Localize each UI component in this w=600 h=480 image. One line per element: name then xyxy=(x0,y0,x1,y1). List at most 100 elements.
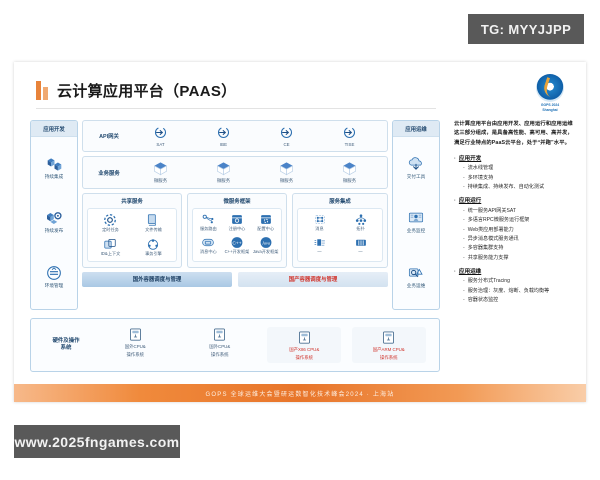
panel-body: 定时任务 文件传输 xyxy=(87,208,177,262)
hardware-items: 国外CPU& 操作系统 国外CPU& 操作系统 xyxy=(93,326,431,364)
business-ops-icon xyxy=(408,268,423,278)
rail-item-label: 持续发布 xyxy=(44,227,64,233)
panel-microservice-framework: 微服务框架 服务路由 xyxy=(187,193,287,268)
rail-item[interactable]: 环境管理 xyxy=(31,265,77,289)
service-cell[interactable]: 拓扑 xyxy=(354,213,368,232)
svg-text:Java: Java xyxy=(262,240,270,245)
section-bullet: - 共享服务能力支撑 xyxy=(454,255,578,263)
section-bullet-label: 容器状态监控 xyxy=(467,297,499,304)
service-label: 注册中心 xyxy=(228,226,246,231)
rail-item[interactable]: 持续集成 xyxy=(31,157,77,180)
right-rail-header-label: 应用运维 xyxy=(405,126,427,133)
rail-item-label: 业务监控 xyxy=(406,228,426,234)
service-cell[interactable]: 配置中心 xyxy=(257,213,274,232)
service-label: — xyxy=(358,248,363,254)
service-label: C++开发框架 xyxy=(224,248,250,254)
service-cell[interactable]: 定时任务 xyxy=(102,213,119,233)
gateway-icon xyxy=(280,126,293,139)
panel-grid: 服务路由 注册中心 xyxy=(195,213,279,255)
gateway-node[interactable]: SAT xyxy=(153,125,168,147)
hardware-label-line2: 操作系统 xyxy=(126,351,145,357)
rail-item[interactable]: 交付工具 xyxy=(393,157,439,180)
microservice-node[interactable]: 微服务 xyxy=(152,161,169,184)
file-transfer-icon xyxy=(148,214,157,226)
service-cell[interactable]: 消息 xyxy=(313,213,327,232)
dash-icon: - xyxy=(463,184,465,191)
service-label: 定时任务 xyxy=(102,227,119,232)
gateway-node[interactable]: IBE xyxy=(216,125,231,147)
scheduler-icon xyxy=(104,214,117,226)
title-accent-marker-icon xyxy=(36,81,48,100)
rail-item-label: 持续集成 xyxy=(44,173,64,179)
microservice-node[interactable]: 微服务 xyxy=(215,161,232,184)
section-bullet-label: 多容器集群支持 xyxy=(467,245,504,252)
service-cell[interactable]: 事务引擎 xyxy=(145,237,162,257)
section-heading: · 应用开发 xyxy=(454,155,578,164)
hardware-item[interactable]: 国外CPU& 操作系统 xyxy=(98,327,172,363)
website-watermark-badge: www.2025fngames.com xyxy=(14,425,180,458)
gateway-node[interactable]: CE xyxy=(279,125,294,147)
pipeline-icon xyxy=(355,239,366,246)
service-cell[interactable]: — xyxy=(313,236,327,255)
bullet-dot-icon: · xyxy=(454,198,456,205)
section-bullet: - 容器状态监控 xyxy=(454,297,578,305)
service-cell[interactable]: 服务路由 xyxy=(200,213,217,232)
container-bar-domestic[interactable]: 国产容器调度与管理 xyxy=(238,271,388,287)
microservice-label: 微服务 xyxy=(153,178,168,183)
service-route-icon xyxy=(203,214,214,224)
section-bullet-label: 异步消息模式服务通讯 xyxy=(467,235,519,242)
right-rail-header: 应用运维 xyxy=(393,121,439,137)
rail-item-label: 环境管理 xyxy=(44,283,64,289)
dash-icon: - xyxy=(463,245,465,252)
website-watermark-text: www.2025fngames.com xyxy=(14,433,180,450)
hardware-item[interactable]: 国外CPU& 操作系统 xyxy=(183,327,257,363)
service-cell[interactable]: 注册中心 xyxy=(228,213,246,232)
hardware-item[interactable]: 国产ARM CPU& 操作系统 xyxy=(351,326,426,364)
section-bullet: - 持续集成、持续发布、自动化测试 xyxy=(454,184,578,192)
dash-icon: - xyxy=(463,207,465,214)
gateway-node[interactable]: TISE xyxy=(342,125,357,147)
section-bullet: - 统一服务API网关SAT xyxy=(454,208,578,216)
gateway-label: CE xyxy=(283,142,290,147)
environment-icon xyxy=(47,266,61,281)
description-section: · 应用开发 - 流水线管理 - 多环境支持 - 持续集成、持续发布、自动化测试 xyxy=(454,155,578,192)
gops-logo-caption-line2: Shanghai xyxy=(542,108,558,113)
service-label: — xyxy=(317,248,322,254)
server-icon xyxy=(298,331,310,344)
microservice-node[interactable]: 微服务 xyxy=(341,161,358,184)
service-cell[interactable]: Java Java开发框架 xyxy=(253,236,278,255)
service-cell[interactable]: ID&上下文 xyxy=(101,237,120,257)
service-cell[interactable]: 文件传输 xyxy=(145,213,162,233)
gateway-label: IBE xyxy=(219,142,228,147)
section-bullet: - Web类应用部署能力 xyxy=(454,227,578,235)
band-title: API网关 xyxy=(99,134,119,140)
service-label: 消息 xyxy=(315,226,324,231)
rail-item-label: 交付工具 xyxy=(406,173,426,179)
dash-icon: - xyxy=(463,254,465,261)
service-cell[interactable]: — xyxy=(354,236,368,255)
dash-icon: - xyxy=(463,287,465,294)
cube-icon xyxy=(280,162,293,176)
gateway-label: TISE xyxy=(344,142,355,147)
right-rail-app-operations: 应用运维 交付工具 业务监控 xyxy=(392,120,440,310)
service-cell[interactable]: 消息中心 xyxy=(200,236,217,255)
service-label: 消息中心 xyxy=(199,248,217,254)
server-icon xyxy=(383,331,395,344)
rail-item[interactable]: 业务运维 xyxy=(393,266,439,289)
diagram-center-stack: API网关 SAT IBE xyxy=(82,120,388,287)
container-bar-foreign[interactable]: 国外容器调度与管理 xyxy=(82,271,232,287)
intro-paragraph: 云计算应用平台由应用开发、应用运行和应用运维这三部分组成，是具备高性能、高可用、… xyxy=(454,121,573,146)
section-bullet-label: 服务分布式Tracing xyxy=(467,278,510,285)
panel-grid: 消息 拓扑 xyxy=(300,213,380,255)
microservice-label: 微服务 xyxy=(279,178,294,183)
section-bullet: - 服务分布式Tracing xyxy=(454,278,578,286)
gateway-label: SAT xyxy=(156,142,165,147)
rail-item[interactable]: 业务监控 xyxy=(393,211,439,234)
hardware-label-line2: 操作系统 xyxy=(379,354,398,360)
hardware-item[interactable]: 国产X86 CPU& 操作系统 xyxy=(267,326,342,364)
section-heading-label: 应用开发 xyxy=(458,155,482,162)
slide-footer-text: GOPS 全球运维大会暨研运数智化技术峰会2024 · 上海站 xyxy=(205,391,395,398)
rail-item[interactable]: 持续发布 xyxy=(31,211,77,234)
service-cell[interactable]: C++ C++开发框架 xyxy=(224,236,250,255)
microservice-node[interactable]: 微服务 xyxy=(278,161,295,184)
